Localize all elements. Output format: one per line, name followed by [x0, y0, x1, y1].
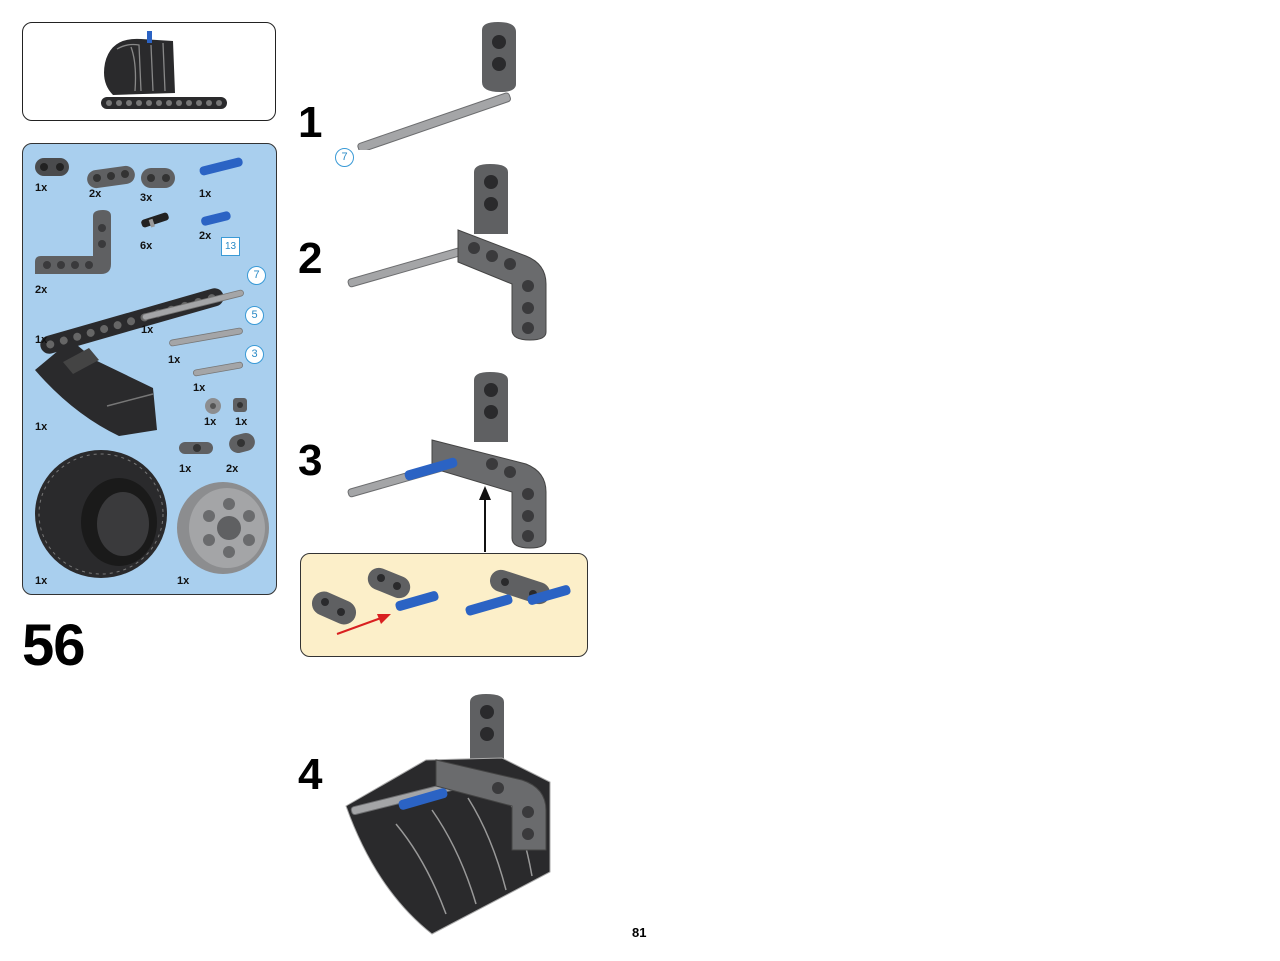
step-1-illustration: [357, 22, 516, 150]
qty-l-beam: 2x: [35, 284, 48, 296]
qty-bush-gray: 1x: [204, 416, 217, 428]
qty-beam-13: 1x: [35, 334, 48, 346]
black-pin-part: [141, 212, 169, 228]
axle-3-part: [192, 361, 244, 377]
qty-black-pin: 6x: [140, 240, 153, 252]
qty-cross-connector: 1x: [179, 463, 192, 475]
parts-illustration: [35, 157, 269, 578]
parts-list-panel: 1x 2x 3x 1x 2x 6x 2x 13 1x 7 1x 5 1x 3 1…: [22, 143, 277, 595]
qty-axle-3: 1x: [193, 382, 206, 394]
qty-connector: 3x: [140, 192, 153, 204]
blue-pin-part: [201, 211, 231, 226]
callout-sub-assembly: [311, 567, 571, 635]
bush-dark-part: [233, 398, 247, 412]
qty-mudguard: 1x: [35, 421, 48, 433]
step-3-illustration: [347, 372, 547, 552]
step-3-callout: [300, 553, 588, 657]
cross-connector-part: [179, 442, 213, 454]
connector-part: [141, 168, 175, 188]
qty-blue-pin: 2x: [199, 230, 212, 242]
length-label-3: 3: [245, 345, 264, 364]
step-1-axle-length: 7: [335, 148, 354, 167]
qty-beam-3: 2x: [89, 188, 102, 200]
l-beam-part: [35, 210, 111, 274]
qty-tire: 1x: [35, 575, 48, 587]
beam-2-part: [35, 158, 69, 176]
axle-7-part: [142, 289, 244, 321]
wheel-rim-part: [177, 482, 269, 574]
length-label-5: 5: [245, 306, 264, 325]
qty-wheel-rim: 1x: [177, 575, 190, 587]
axle-5-part: [169, 327, 243, 347]
qty-axle-5: 1x: [168, 354, 181, 366]
qty-beam-2: 1x: [35, 182, 48, 194]
qty-connector-2: 2x: [226, 463, 239, 475]
mudguard-part: [35, 340, 157, 436]
set-number: 56: [22, 613, 86, 678]
step-2-illustration: [347, 164, 547, 341]
qty-bush-dark: 1x: [235, 416, 248, 428]
blue-long-pin-part: [199, 157, 243, 176]
step-1-number: 1: [298, 98, 323, 147]
assembly-preview-image: [101, 31, 227, 109]
bush-gray-part: [205, 398, 221, 414]
page-number: 81: [632, 925, 647, 940]
step-3-number: 3: [298, 436, 323, 485]
step-4-illustration: [345, 694, 551, 935]
assembly-preview-box: [22, 22, 276, 121]
length-label-13: 13: [221, 237, 240, 256]
step-2-number: 2: [298, 234, 323, 283]
beam-3-part: [87, 165, 135, 189]
qty-blue-long-pin: 1x: [199, 188, 212, 200]
length-label-7: 7: [247, 266, 266, 285]
connector-2-part: [229, 433, 255, 453]
step-4-number: 4: [298, 750, 323, 799]
tire-part: [35, 450, 167, 578]
qty-axle-7: 1x: [141, 324, 154, 336]
